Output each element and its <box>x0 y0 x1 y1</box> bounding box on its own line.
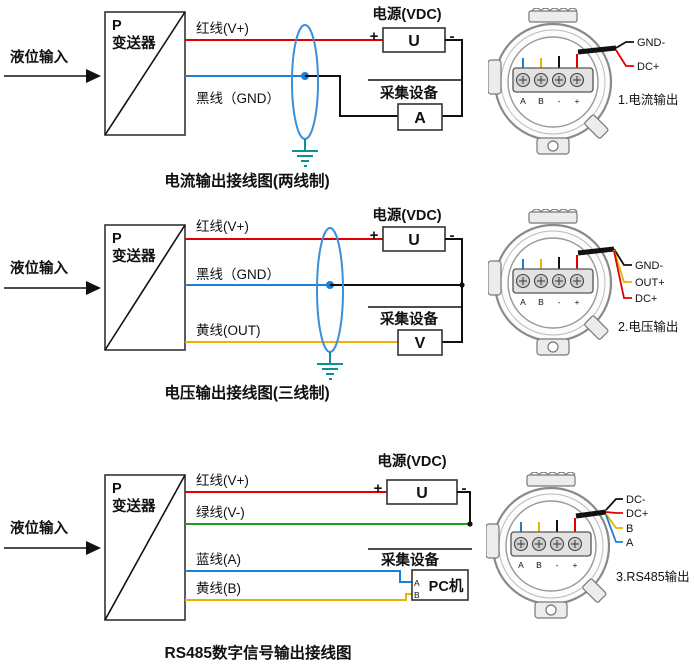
transmitter-box: P 变送器 <box>104 224 186 351</box>
collector-title: 采集设备 <box>379 84 438 102</box>
shield-ellipse <box>291 24 319 140</box>
power-plus-sign: + <box>370 28 379 45</box>
transmitter-box: P 变送器 <box>104 474 186 621</box>
device-illustration: DC- DC+ B A 3.RS485输出 <box>486 472 690 620</box>
collector-unit: V <box>415 335 426 352</box>
power-title: 电源(VDC) <box>372 5 441 23</box>
power-supply: 电源(VDC) U + - <box>370 5 463 117</box>
wire-red: 红线(V+) <box>185 219 383 240</box>
device-lead-label: GND- <box>637 37 665 49</box>
device-lead-label: DC- <box>626 494 646 506</box>
junction-dot <box>459 282 465 288</box>
ground-symbol <box>317 352 343 380</box>
wire-yellow: 黄线(B) <box>185 581 412 601</box>
wire-black-gnd: 黑线（GND） <box>185 72 398 117</box>
power-supply: 电源(VDC) U + - <box>370 206 465 343</box>
section-caption: RS485数字信号输出接线图 <box>165 643 352 662</box>
input-arrow: 液位输入 <box>4 48 101 83</box>
power-unit: U <box>408 232 420 249</box>
power-title: 电源(VDC) <box>372 206 441 224</box>
collector-device: 采集设备 V <box>368 306 462 356</box>
device-lead-label: DC+ <box>637 61 659 73</box>
device-caption: 2.电压输出 <box>618 319 678 334</box>
device-cable <box>575 509 607 519</box>
collector-unit: A <box>414 110 426 127</box>
shield-ellipse <box>316 227 344 353</box>
input-arrow: 液位输入 <box>4 259 101 295</box>
section-caption: 电压输出接线图(三线制) <box>164 383 329 402</box>
device-lead-label: B <box>626 523 633 535</box>
transmitter-name: 变送器 <box>112 497 156 515</box>
arrowhead-icon <box>86 69 101 83</box>
section-caption: 电流输出接线图(两线制) <box>164 171 329 190</box>
power-plus-sign: + <box>370 227 379 244</box>
device-illustration: GND- OUT+ DC+ 2.电压输出 <box>488 209 678 357</box>
power-minus-sign: - <box>462 480 467 497</box>
transmitter-tag: P <box>112 18 122 34</box>
device-lead-label: GND- <box>635 260 663 272</box>
wire-black-label: 黑线（GND） <box>196 267 280 282</box>
power-minus-sign: - <box>450 227 455 244</box>
wire-blue-label: 蓝线(A) <box>196 552 241 567</box>
arrowhead-icon <box>86 541 101 555</box>
wire-black-gnd: 黑线（GND） <box>185 267 462 289</box>
transmitter-tag: P <box>112 481 122 497</box>
device-cable <box>577 45 617 55</box>
device-lead-label: DC+ <box>626 508 648 520</box>
ground-symbol <box>292 139 318 167</box>
power-supply: 电源(VDC) U + - <box>374 452 473 527</box>
collector-device: 采集设备 PC机 A B <box>368 548 472 601</box>
wire-green: 绿线(V-) <box>185 505 470 525</box>
power-unit: U <box>408 33 420 50</box>
transmitter-name: 变送器 <box>112 247 156 265</box>
wire-yellow-label: 黄线(B) <box>196 581 241 596</box>
power-title: 电源(VDC) <box>377 452 446 470</box>
section-voltage-output: 液位输入 P 变送器 红线(V+) 黑线（GND） <box>0 195 694 415</box>
wire-red: 红线(V+) <box>185 473 387 493</box>
arrowhead-icon <box>86 281 101 295</box>
wire-black-label: 黑线（GND） <box>196 91 280 106</box>
device-cable <box>577 246 615 256</box>
input-arrow: 液位输入 <box>4 519 101 555</box>
wire-red: 红线(V+) <box>185 21 383 41</box>
device-lead-label: OUT+ <box>635 277 665 289</box>
collector-title: 采集设备 <box>379 310 438 328</box>
device-lead-label: A <box>626 537 634 549</box>
device-illustration: GND- DC+ 1.电流输出 <box>488 8 678 156</box>
input-label: 液位输入 <box>10 259 68 277</box>
transmitter-name: 变送器 <box>112 34 156 52</box>
section-rs485-output: 液位输入 P 变送器 红线(V+) 绿线(V-) 蓝线(A) <box>0 415 694 672</box>
power-unit: U <box>416 485 428 502</box>
device-caption: 1.电流输出 <box>618 92 678 107</box>
wire-blue: 蓝线(A) <box>185 552 412 583</box>
pc-terminal-a: A <box>414 578 420 588</box>
rs485-output-diagram: 液位输入 P 变送器 红线(V+) 绿线(V-) 蓝线(A) <box>4 452 690 662</box>
input-label: 液位输入 <box>10 519 68 537</box>
power-negative-line <box>442 39 463 117</box>
wire-red-label: 红线(V+) <box>196 473 249 488</box>
wire-red-label: 红线(V+) <box>196 219 249 234</box>
transmitter-tag: P <box>112 231 122 247</box>
power-minus-sign: - <box>450 28 455 45</box>
wire-yellow: 黄线(OUT) <box>185 323 398 343</box>
power-plus-sign: + <box>374 480 383 497</box>
collector-device: 采集设备 A <box>368 79 462 131</box>
device-lead-label: DC+ <box>635 293 657 305</box>
pc-label: PC机 <box>429 577 464 595</box>
wire-yellow-label: 黄线(OUT) <box>196 323 261 338</box>
current-output-diagram: 液位输入 P 变送器 红线(V+) 黑线（GND） <box>4 5 678 190</box>
transmitter-box: P 变送器 <box>104 11 186 136</box>
voltage-output-diagram: 液位输入 P 变送器 红线(V+) 黑线（GND） <box>4 206 678 402</box>
input-label: 液位输入 <box>10 48 68 66</box>
power-negative-line <box>442 238 463 343</box>
collector-title: 采集设备 <box>380 551 439 569</box>
wire-red-label: 红线(V+) <box>196 21 249 36</box>
junction-dot <box>467 521 473 527</box>
wire-green-label: 绿线(V-) <box>196 505 245 520</box>
power-negative-line <box>457 491 471 524</box>
section-current-output: 液位输入 P 变送器 红线(V+) 黑线（GND） <box>0 0 694 195</box>
device-caption: 3.RS485输出 <box>616 569 690 584</box>
pc-terminal-b: B <box>414 590 420 600</box>
